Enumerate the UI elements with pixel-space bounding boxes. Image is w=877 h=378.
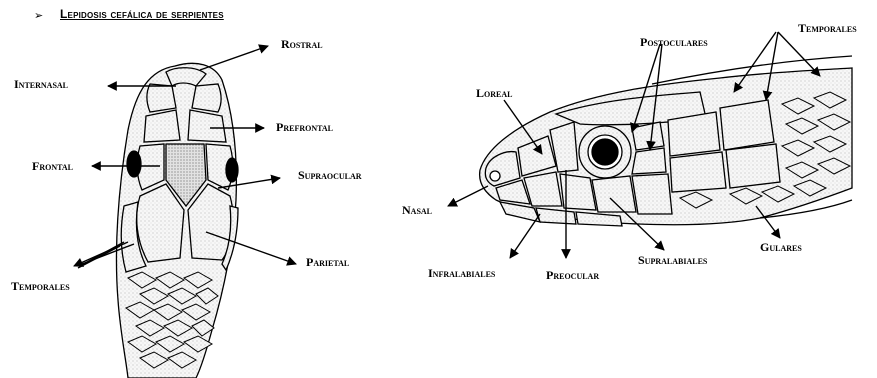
label-loreal: Loreal — [476, 86, 512, 101]
label-preocular: Preocular — [546, 268, 599, 283]
label-supraocular: Supraocular — [298, 168, 362, 183]
label-prefrontal: Prefrontal — [276, 120, 333, 135]
supralabial-5 — [632, 174, 672, 214]
temporal-scale-2 — [720, 100, 774, 150]
temporal-scale-3 — [670, 152, 726, 192]
label-supralabiales: Supralabiales — [638, 253, 707, 268]
eye-right — [226, 158, 238, 182]
label-temporales-lateral: Temporales — [798, 21, 857, 36]
label-internasal: Internasal — [14, 77, 68, 92]
prefrontal-scale-left — [144, 110, 180, 142]
label-rostral: Rostral — [281, 37, 323, 52]
eye-left — [127, 151, 141, 177]
label-parietal: Parietal — [306, 255, 349, 270]
postocular-scale-lower — [632, 148, 666, 174]
label-infralabiales: Infralabiales — [428, 266, 495, 281]
temporal-scale-1 — [668, 112, 720, 156]
nostril — [490, 171, 500, 181]
internasal-scale-right — [192, 84, 221, 112]
supralabial-4 — [592, 176, 636, 212]
temporal-scale-4 — [726, 144, 780, 188]
label-gulares: Gulares — [760, 240, 802, 255]
label-postoculares: Postoculares — [640, 35, 708, 50]
label-nasal: Nasal — [402, 203, 432, 218]
dorsal-head-view — [116, 63, 238, 378]
lateral-head-view — [480, 56, 852, 226]
internasal-scale-left — [147, 84, 176, 112]
label-frontal: Frontal — [32, 159, 73, 174]
label-temporales-dorsal: Temporales — [11, 279, 70, 294]
lateral-pupil — [592, 139, 618, 165]
